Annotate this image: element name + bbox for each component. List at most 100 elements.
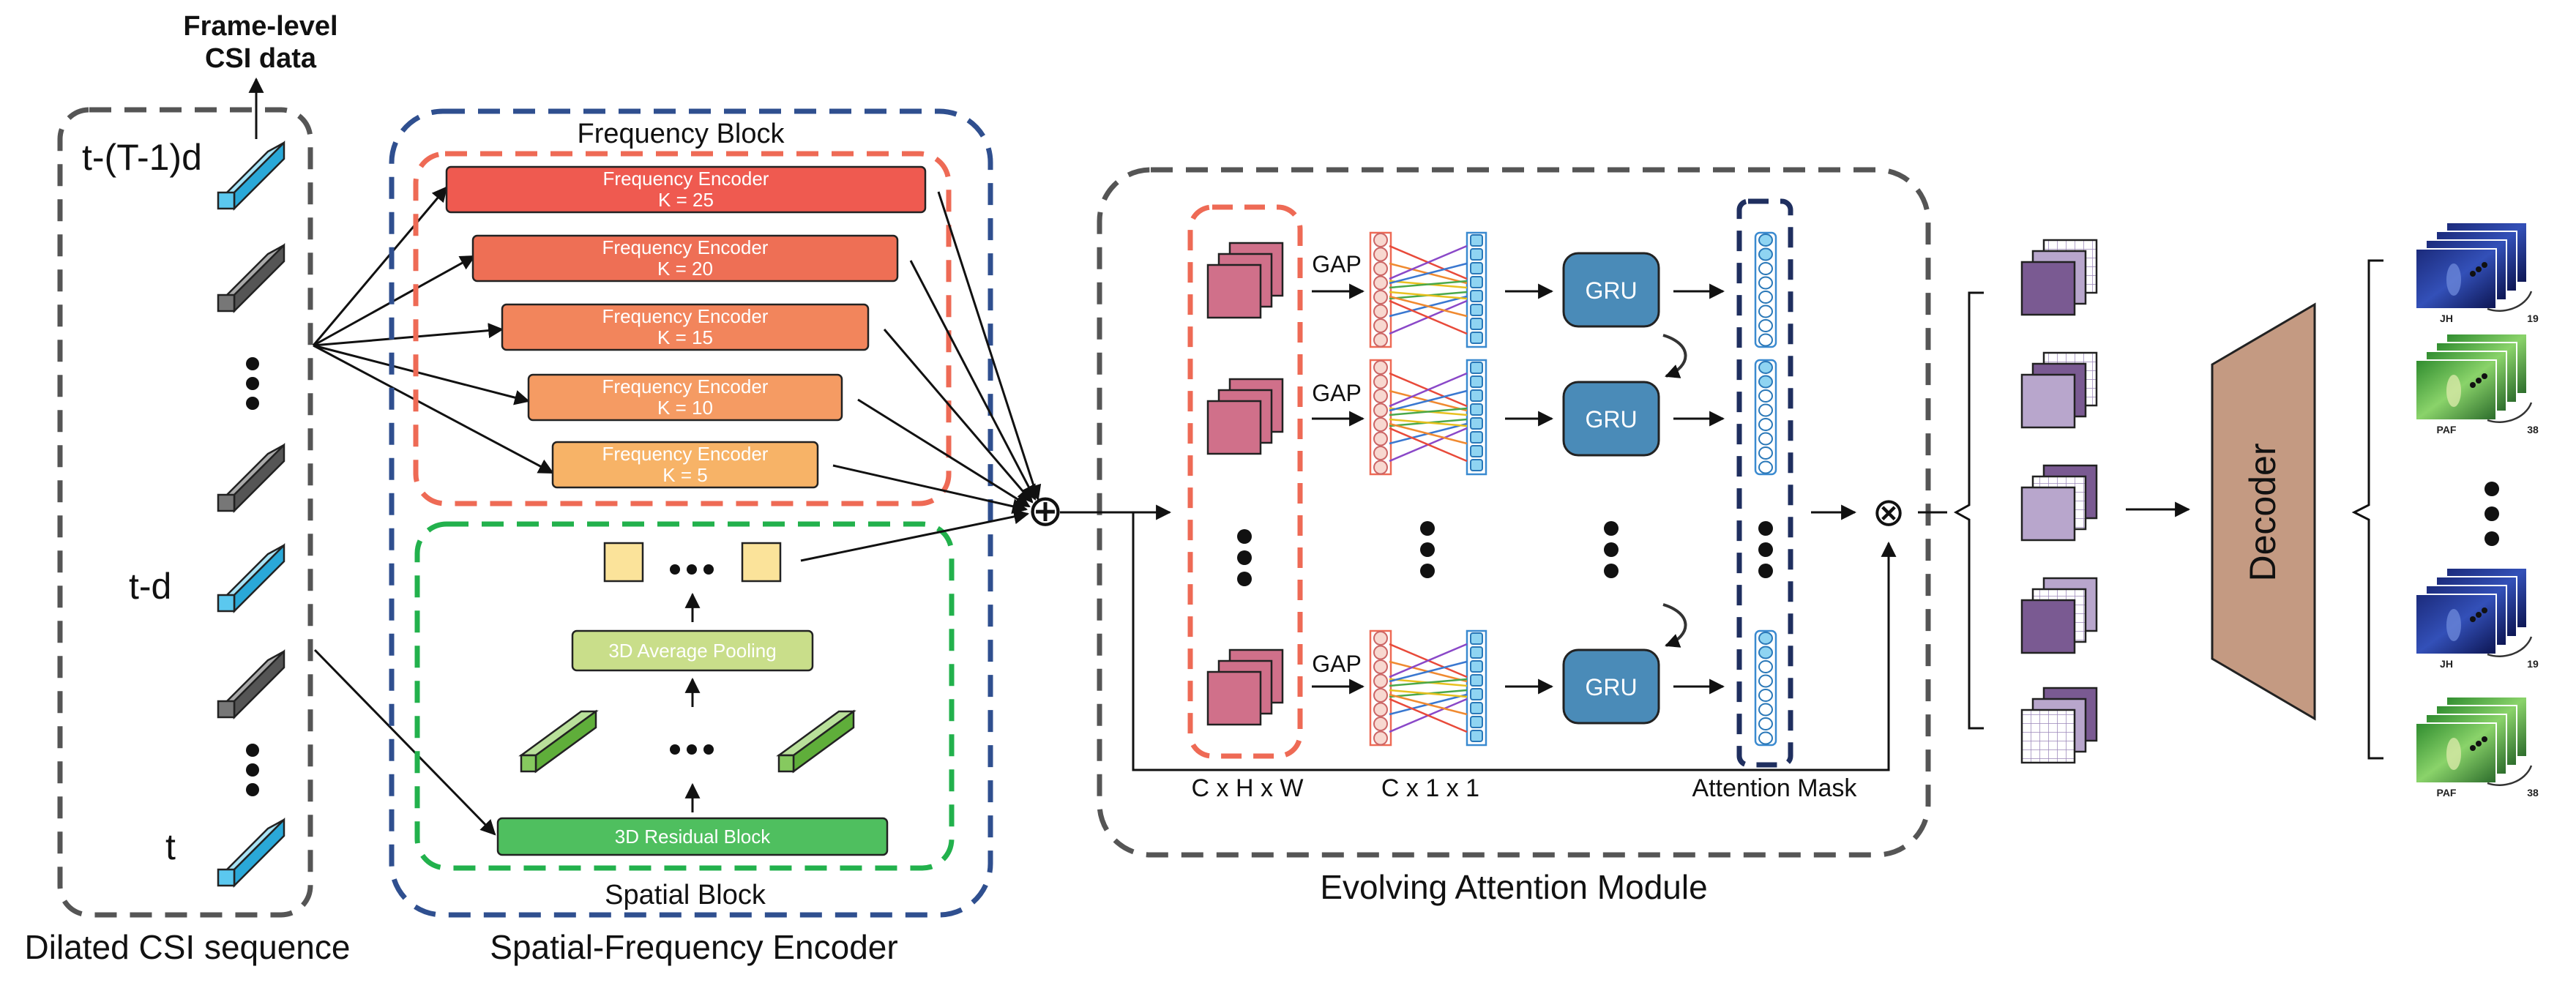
mask-cell (1758, 333, 1773, 347)
fc-output-node (1470, 332, 1483, 344)
frequency-block-frame (413, 151, 952, 506)
average-pooling-label: 3D Average Pooling (608, 640, 776, 662)
frame-level-title-top: Frame-level (183, 11, 337, 42)
fc-output-node (1470, 290, 1483, 302)
fc-connection (1389, 295, 1468, 318)
gap-label: GAP (1312, 651, 1362, 677)
dim-c11-label: C x 1 x 1 (1381, 774, 1479, 802)
mask-cell (1758, 361, 1773, 374)
mask-cell (1758, 460, 1773, 474)
fc-connection (1389, 299, 1468, 335)
mask-cell (1758, 403, 1773, 417)
fc-connection (1389, 643, 1468, 678)
frequency-encoder-k: K = 20 (657, 258, 713, 280)
stack-brace (2487, 765, 2533, 786)
person-silhouette (2446, 375, 2461, 407)
mask-cell (1758, 446, 1773, 460)
fc-connection (1389, 407, 1468, 416)
fc-connection (1389, 280, 1468, 289)
csi-frame-cube (217, 242, 285, 314)
fc-network (1369, 231, 1487, 348)
person-silhouette (2446, 609, 2461, 641)
attended-feature-stack (2020, 351, 2098, 429)
output-type-label: JH (2440, 313, 2453, 324)
fc-network (1369, 359, 1487, 476)
stack-dot (2482, 736, 2487, 742)
mask-cell (1758, 291, 1773, 304)
attention-mask-label: Attention Mask (1692, 774, 1858, 802)
fc-input-node (1373, 261, 1388, 276)
fc-input-node (1373, 631, 1388, 646)
attention-mask-vector (1754, 359, 1777, 476)
average-pooling-block: 3D Average Pooling (571, 629, 814, 672)
fc-connection (1389, 372, 1468, 408)
spatial-feature-cube (776, 709, 856, 774)
csi-frame-cube (217, 648, 285, 720)
fc-output-node (1470, 431, 1483, 444)
mask-cell (1758, 717, 1773, 730)
frequency-encoder-k10: Frequency Encoder K = 10 (527, 373, 843, 422)
fc-input-node (1373, 360, 1388, 375)
fc-input-node (1373, 717, 1388, 731)
fc-input-node (1373, 431, 1388, 446)
frequency-encoder-label: Frequency Encoder (602, 236, 769, 258)
fc-output-node (1470, 304, 1483, 316)
fc-connection (1389, 689, 1468, 698)
ellipsis-dots (1758, 521, 1773, 578)
add-symbol: ⊕ (1027, 486, 1064, 535)
stack-brace (2487, 636, 2533, 657)
frequency-encoder-k20: Frequency Encoder K = 20 (471, 234, 899, 283)
fc-connection (1389, 693, 1468, 716)
stack-dot (2482, 607, 2487, 613)
output-channel-count: 19 (2527, 313, 2539, 324)
fc-input-node (1373, 374, 1388, 389)
evolving-attention-module-caption: Evolving Attention Module (1320, 868, 1707, 906)
residual-block: 3D Residual Block (496, 817, 889, 856)
spatial-frequency-encoder: Frequency Block Spatial Block Frequency … (389, 108, 993, 966)
ellipsis-dots (1604, 521, 1619, 578)
attention-mask-vector (1754, 231, 1777, 348)
fc-input-node (1373, 659, 1388, 674)
fc-connection (1389, 244, 1468, 280)
stack-dot (2476, 612, 2482, 618)
output-bracket (2351, 259, 2383, 760)
stack-dot (2476, 378, 2482, 384)
label-t-d: t-d (129, 566, 171, 607)
frame-level-title-bottom: CSI data (205, 43, 317, 74)
fc-output-node (1470, 730, 1483, 742)
fc-output-node (1470, 403, 1483, 416)
fc-output-node (1470, 389, 1483, 402)
csi-frame-cube (217, 140, 285, 212)
stack-dot (2482, 373, 2487, 379)
fc-output-column (1466, 231, 1487, 348)
fc-output-node (1470, 646, 1483, 659)
output-type-label: JH (2440, 658, 2453, 670)
fc-input-node (1373, 645, 1388, 660)
frequency-encoder-k: K = 15 (657, 326, 713, 348)
stack-dot (2470, 382, 2476, 388)
fc-output-node (1470, 445, 1483, 457)
decoder-label: Decoder (2242, 444, 2283, 582)
fc-input-node (1373, 446, 1388, 460)
mask-cell (1758, 703, 1773, 717)
mask-cell (1758, 418, 1773, 431)
frequency-block-title: Frequency Block (577, 119, 785, 149)
fc-connection (1389, 422, 1468, 445)
residual-block-label: 3D Residual Block (615, 826, 771, 848)
fc-output-node (1470, 459, 1483, 471)
mask-cell (1758, 731, 1773, 745)
ellipsis-dots (670, 744, 714, 755)
ellipsis-dots (1237, 529, 1252, 586)
fc-output-node (1470, 632, 1483, 645)
output-type-label: PAF (2437, 424, 2457, 435)
ellipsis-dots (1420, 521, 1435, 578)
output-channel-count: 19 (2527, 658, 2539, 670)
gap-label: GAP (1312, 251, 1362, 277)
person-silhouette (2446, 263, 2461, 296)
mask-cell (1758, 660, 1773, 673)
fc-input-node (1373, 332, 1388, 348)
mask-column (1754, 359, 1777, 476)
pooled-feature-square (741, 542, 782, 583)
